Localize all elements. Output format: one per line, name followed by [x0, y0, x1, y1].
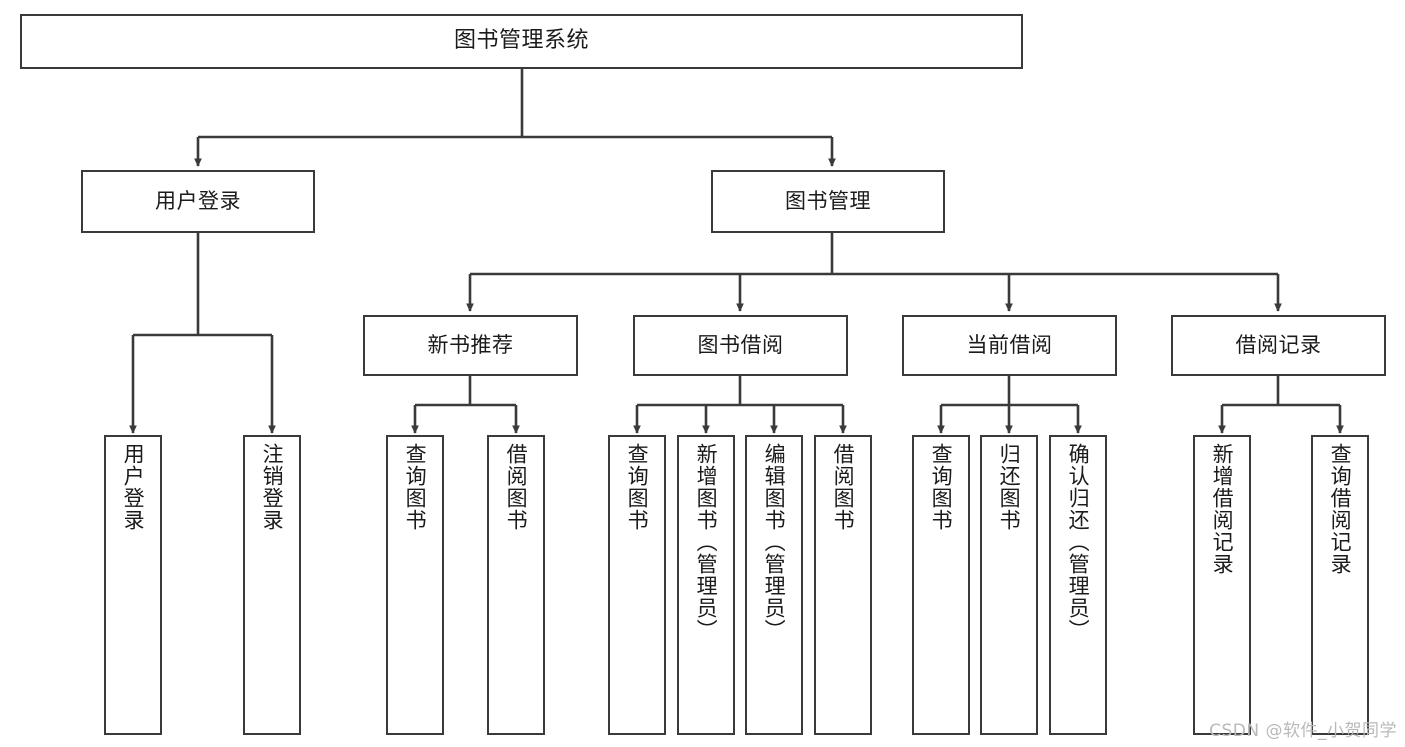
- node-leaf-borrowrecord-add-label: 新增借阅记录: [1210, 443, 1235, 575]
- node-book-borrow-label: 图书借阅: [697, 333, 784, 358]
- node-leaf-currentborrow-query[interactable]: 查询图书: [912, 435, 970, 735]
- node-leaf-currentborrow-confirm[interactable]: 确认归还（管理员）: [1049, 435, 1107, 735]
- node-root-system[interactable]: 图书管理系统: [20, 14, 1023, 69]
- node-leaf-currentborrow-return[interactable]: 归还图书: [980, 435, 1038, 735]
- node-current-borrow[interactable]: 当前借阅: [902, 315, 1117, 376]
- node-leaf-newbook-query[interactable]: 查询图书: [386, 435, 444, 735]
- node-leaf-bookborrow-edit-label: 编辑图书（管理员）: [762, 443, 787, 641]
- node-current-borrow-label: 当前借阅: [966, 333, 1053, 358]
- node-leaf-currentborrow-confirm-label: 确认归还（管理员）: [1066, 443, 1091, 641]
- node-book-borrow[interactable]: 图书借阅: [633, 315, 848, 376]
- node-book-management[interactable]: 图书管理: [711, 170, 945, 233]
- node-leaf-bookborrow-add[interactable]: 新增图书（管理员）: [677, 435, 735, 735]
- csdn-watermark: CSDN @软件_小贺同学: [1209, 721, 1397, 741]
- node-leaf-currentborrow-return-label: 归还图书: [997, 443, 1022, 531]
- node-leaf-newbook-query-label: 查询图书: [403, 443, 428, 531]
- node-leaf-borrowrecord-query-label: 查询借阅记录: [1328, 443, 1353, 575]
- node-leaf-bookborrow-query-label: 查询图书: [625, 443, 650, 531]
- node-leaf-user-login-login[interactable]: 用户登录: [104, 435, 162, 735]
- node-borrow-record-label: 借阅记录: [1235, 333, 1322, 358]
- node-leaf-newbook-borrow-label: 借阅图书: [504, 443, 529, 531]
- node-leaf-newbook-borrow[interactable]: 借阅图书: [487, 435, 545, 735]
- node-user-login[interactable]: 用户登录: [81, 170, 315, 233]
- node-root-system-label: 图书管理系统: [453, 28, 589, 54]
- node-leaf-user-login-logout[interactable]: 注销登录: [243, 435, 301, 735]
- node-leaf-borrowrecord-add[interactable]: 新增借阅记录: [1193, 435, 1251, 735]
- node-new-book-recommend-label: 新书推荐: [427, 333, 514, 358]
- node-leaf-bookborrow-edit[interactable]: 编辑图书（管理员）: [745, 435, 803, 735]
- node-leaf-borrowrecord-query[interactable]: 查询借阅记录: [1311, 435, 1369, 735]
- node-leaf-currentborrow-query-label: 查询图书: [929, 443, 954, 531]
- node-book-management-label: 图书管理: [785, 189, 871, 214]
- node-leaf-bookborrow-borrow[interactable]: 借阅图书: [814, 435, 872, 735]
- node-leaf-bookborrow-add-label: 新增图书（管理员）: [694, 443, 719, 641]
- node-leaf-bookborrow-query[interactable]: 查询图书: [608, 435, 666, 735]
- node-leaf-bookborrow-borrow-label: 借阅图书: [831, 443, 856, 531]
- node-new-book-recommend[interactable]: 新书推荐: [363, 315, 578, 376]
- node-user-login-label: 用户登录: [155, 189, 241, 214]
- node-leaf-user-login-logout-label: 注销登录: [260, 443, 285, 531]
- node-leaf-user-login-login-label: 用户登录: [121, 443, 146, 531]
- node-borrow-record[interactable]: 借阅记录: [1171, 315, 1386, 376]
